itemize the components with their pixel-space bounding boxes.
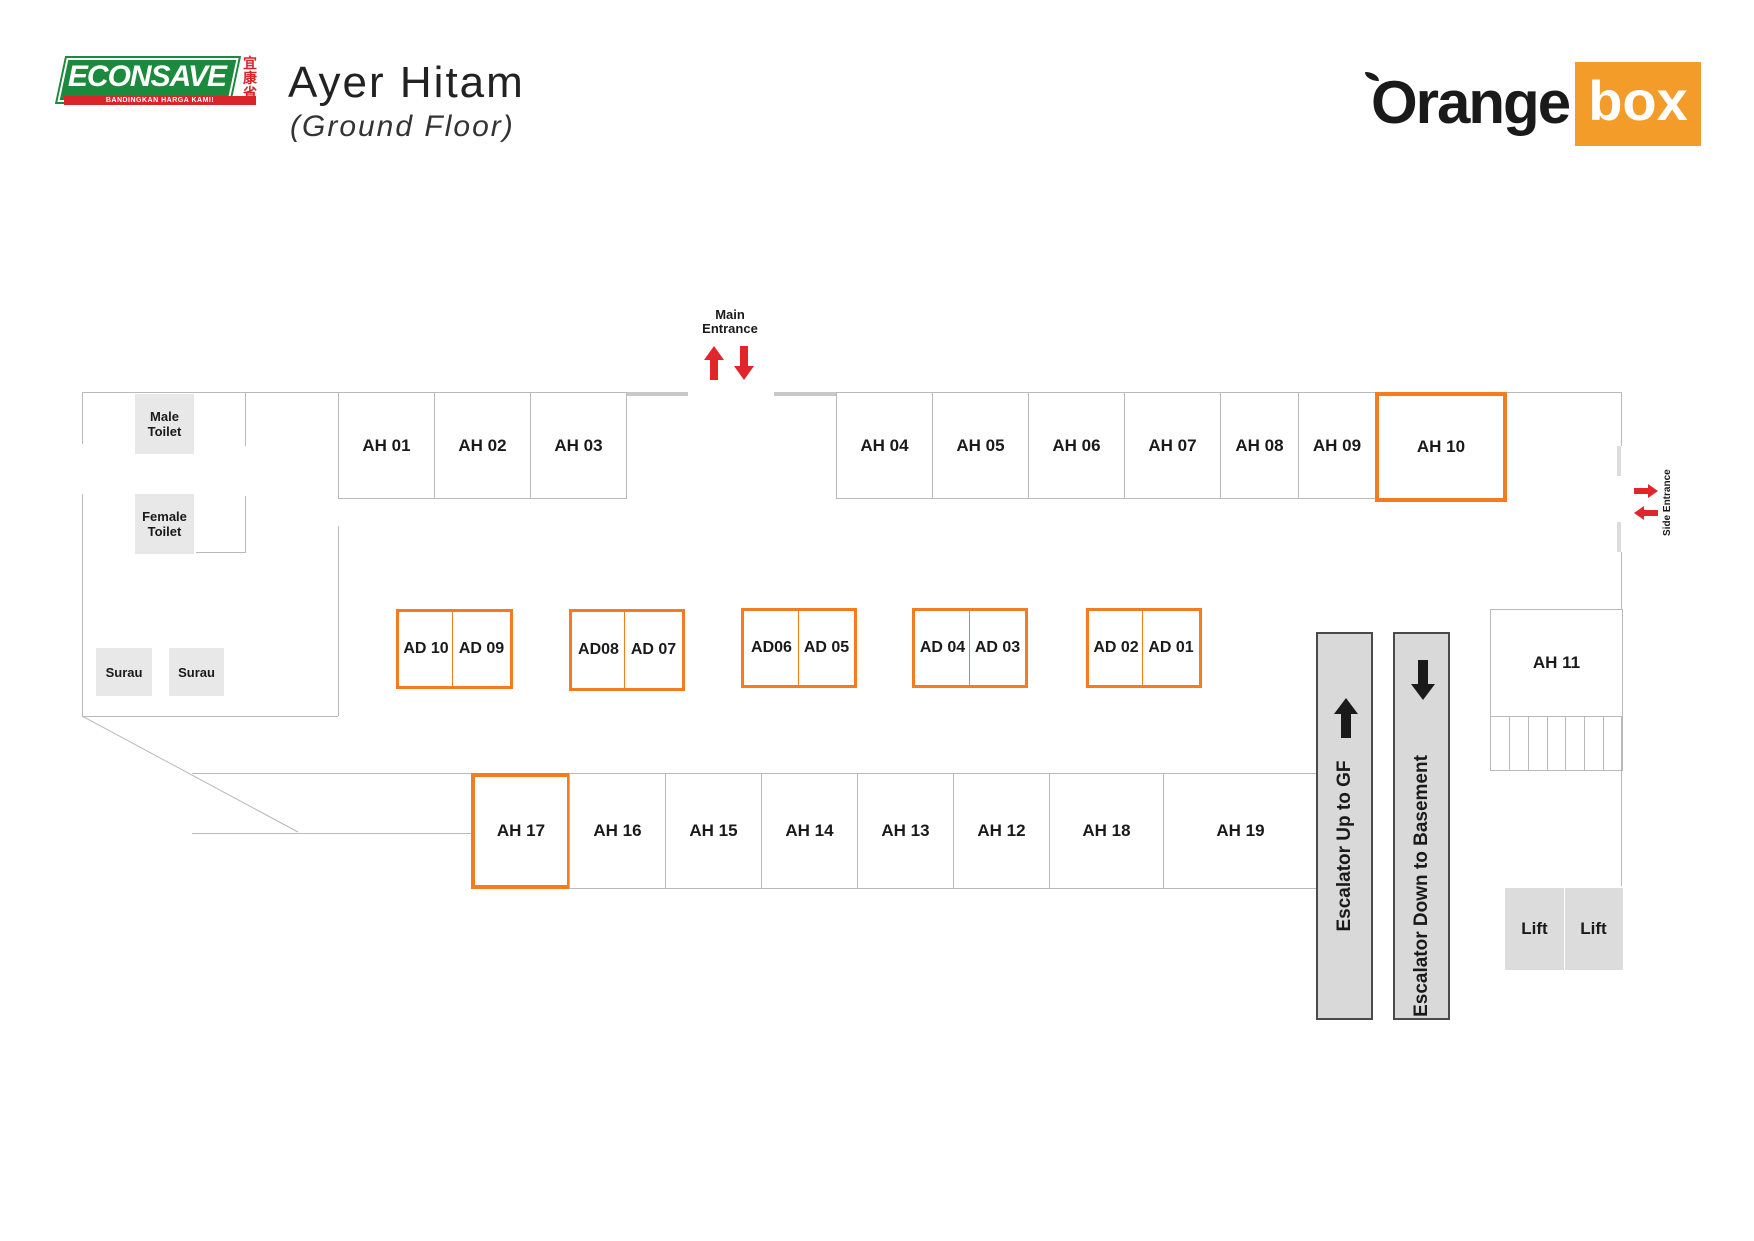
arrow-up-icon: [1334, 698, 1358, 738]
lot-ah-04[interactable]: AH 04: [836, 392, 933, 499]
stairs: [1490, 716, 1623, 771]
kiosk-ad-07[interactable]: AD 07: [624, 609, 685, 691]
lot-ah-17[interactable]: AH 17: [471, 773, 571, 889]
lot-ah-15[interactable]: AH 15: [665, 773, 762, 889]
lot-ah-14[interactable]: AH 14: [761, 773, 858, 889]
lot-ah-02[interactable]: AH 02: [434, 392, 531, 499]
female-toilet[interactable]: Female Toilet: [135, 494, 194, 554]
escalator-up[interactable]: Escalator Up to GF: [1316, 632, 1373, 1020]
kiosk-ad-05[interactable]: AD 05: [798, 608, 857, 688]
lot-ah-16[interactable]: AH 16: [569, 773, 666, 889]
lot-ah-12[interactable]: AH 12: [953, 773, 1050, 889]
lift-1[interactable]: Lift: [1505, 888, 1564, 970]
wall-right-upper: [1621, 392, 1622, 446]
lot-ah-05[interactable]: AH 05: [932, 392, 1029, 499]
wall-toilet-divider-bottom: [245, 496, 246, 552]
lot-ah-07[interactable]: AH 07: [1124, 392, 1221, 499]
kiosk-ad-03[interactable]: AD 03: [969, 608, 1028, 688]
kiosk-ad-06[interactable]: AD06: [741, 608, 800, 688]
orangebox-word-orange: Orange: [1371, 69, 1571, 136]
side-door-bottom: [1617, 522, 1621, 552]
surau-room-2[interactable]: Surau: [169, 648, 224, 696]
wall-left-lower: [82, 494, 83, 716]
wall-prayer-right: [338, 526, 339, 716]
surau-room-1[interactable]: Surau: [96, 648, 152, 696]
escalator-down-label: Escalator Down to Basement: [1410, 755, 1432, 1017]
econsave-chinese-name: 宜康省: [243, 55, 257, 101]
page-title: Ayer Hitam: [288, 58, 525, 107]
side-entrance-label: Side Entrance: [1662, 469, 1673, 536]
lot-ah-03[interactable]: AH 03: [530, 392, 627, 499]
wall-left-upper: [82, 392, 83, 444]
wall-top-left: [82, 392, 340, 393]
kiosk-ad-10[interactable]: AD 10: [396, 609, 454, 689]
entrance-arrows-icon: [704, 346, 754, 380]
wall-right-lower: [1621, 552, 1622, 886]
lot-ah-09[interactable]: AH 09: [1298, 392, 1376, 499]
lot-ah-08[interactable]: AH 08: [1220, 392, 1299, 499]
lift-2[interactable]: Lift: [1564, 888, 1623, 970]
wall-corridor-top: [192, 773, 472, 774]
econsave-logo: ECONSAVE BANDINGKAN HARGA KAMI! 宜康省: [57, 55, 260, 105]
orangebox-logo: Orange box: [1365, 62, 1701, 146]
lot-ah-13[interactable]: AH 13: [857, 773, 954, 889]
orangebox-word-box: box: [1588, 69, 1688, 132]
kiosk-ad-01[interactable]: AD 01: [1142, 608, 1202, 688]
wall-toilet-ledge: [196, 552, 246, 553]
lot-ah-01[interactable]: AH 01: [338, 392, 435, 499]
lot-ah-18[interactable]: AH 18: [1049, 773, 1164, 889]
lot-ah-06[interactable]: AH 06: [1028, 392, 1125, 499]
side-door-top: [1617, 446, 1621, 476]
entrance-wall-left: [626, 392, 688, 396]
side-entrance-arrows-icon: [1634, 484, 1658, 520]
lot-ah-19[interactable]: AH 19: [1163, 773, 1318, 889]
arrow-down-icon: [1411, 660, 1435, 700]
lot-ah-11[interactable]: AH 11: [1490, 609, 1623, 717]
wall-top-right: [1504, 392, 1622, 393]
econsave-wordmark: ECONSAVE: [67, 60, 227, 93]
wall-toilet-divider-top: [245, 392, 246, 446]
kiosk-ad-09[interactable]: AD 09: [452, 609, 513, 689]
escalator-down[interactable]: Escalator Down to Basement: [1393, 632, 1450, 1020]
lot-ah-10[interactable]: AH 10: [1375, 392, 1507, 502]
kiosk-ad-04[interactable]: AD 04: [912, 608, 971, 688]
entrance-wall-right: [774, 392, 836, 396]
page-subtitle: (Ground Floor): [290, 110, 515, 143]
kiosk-ad-08[interactable]: AD08: [569, 609, 626, 691]
orangebox-box-block: box: [1575, 62, 1701, 146]
kiosk-ad-02[interactable]: AD 02: [1086, 608, 1144, 688]
escalator-up-label: Escalator Up to GF: [1333, 760, 1355, 932]
diagonal-wall: [82, 716, 299, 833]
leaf-icon: [1365, 72, 1379, 81]
econsave-tagline: BANDINGKAN HARGA KAMI!: [64, 96, 256, 105]
wall-prayer-bottom: [82, 716, 338, 717]
main-entrance-label: Main Entrance: [702, 307, 758, 336]
male-toilet[interactable]: Male Toilet: [135, 394, 194, 454]
lift-divider: [1564, 888, 1565, 970]
wall-corridor-bottom: [192, 833, 472, 834]
